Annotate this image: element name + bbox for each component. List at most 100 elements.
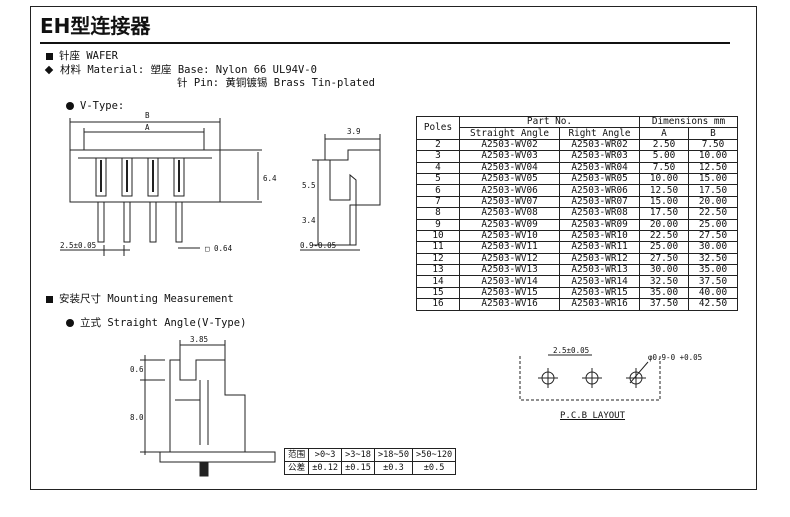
table-cell: A2503-WV12 <box>458 252 561 266</box>
table-cell: 10.00 <box>688 150 738 163</box>
mounting-label: 安装尺寸 Mounting Measurement <box>59 293 234 305</box>
table-cell: 6 <box>416 184 460 197</box>
table-cell: A2503-WR05 <box>559 172 640 186</box>
table-cell: A2503-WR02 <box>559 138 640 152</box>
table-cell: A2503-WV08 <box>458 207 561 220</box>
front-view-drawing <box>60 118 262 256</box>
table-cell: 30.00 <box>639 264 689 277</box>
material-text: 材料 Material: 塑座 Base: Nylon 66 UL94V-0 <box>60 64 317 76</box>
header-part-no: Part No. <box>459 115 640 129</box>
table-cell: A2503-WR13 <box>559 264 640 277</box>
table-cell: 11 <box>416 241 460 254</box>
material-line: 材料 Material: 塑座 Base: Nylon 66 UL94V-0 <box>44 64 317 76</box>
table-cell: A2503-WR14 <box>559 275 640 288</box>
table-cell: A2503-WR15 <box>559 286 640 300</box>
table-cell: 30.00 <box>688 241 738 254</box>
tolerance-cell: ±0.5 <box>411 461 457 475</box>
dim-39: 3.9 <box>347 127 361 136</box>
dot-bullet-icon <box>66 319 74 327</box>
table-cell: 25.00 <box>688 218 738 231</box>
title-divider <box>40 42 730 44</box>
table-cell: 5 <box>416 172 460 186</box>
table-cell: 15.00 <box>639 195 689 209</box>
dim-09: 0.9-0.05 <box>300 241 336 250</box>
vtype-line: V-Type: <box>66 100 124 112</box>
dot-bullet-icon <box>66 102 74 110</box>
table-cell: 32.50 <box>639 275 689 288</box>
header-dimensions: Dimensions mm <box>639 115 738 129</box>
header-b: B <box>688 127 738 140</box>
table-cell: 4 <box>416 161 460 174</box>
table-cell: 42.50 <box>688 298 738 311</box>
table-cell: A2503-WV14 <box>458 275 561 288</box>
table-cell: 16 <box>416 298 460 311</box>
table-cell: 5.00 <box>639 150 689 163</box>
dim-80: 8.0 <box>130 413 144 422</box>
table-cell: A2503-WV02 <box>458 138 561 152</box>
table-cell: A2503-WR03 <box>559 150 640 163</box>
table-cell: A2503-WV06 <box>458 184 561 197</box>
table-cell: 12.50 <box>688 161 738 174</box>
table-cell: 27.50 <box>688 229 738 243</box>
tolerance-cell: >18~50 <box>373 448 414 462</box>
table-cell: 14 <box>416 275 460 288</box>
table-cell: 3 <box>416 150 460 163</box>
table-cell: 22.50 <box>639 229 689 243</box>
pcb-layout-label: P.C.B LAYOUT <box>560 411 626 421</box>
table-cell: 2 <box>416 138 460 152</box>
pcb-layout-drawing <box>519 354 661 401</box>
dim-pcb-pitch: 2.5±0.05 <box>553 346 589 355</box>
table-cell: A2503-WV13 <box>458 264 561 277</box>
table-cell: 10.00 <box>639 172 689 186</box>
wafer-line: 针座 WAFER <box>46 50 118 62</box>
tolerance-cell: >0~3 <box>308 448 343 462</box>
header-a: A <box>639 127 689 140</box>
straight-label: 立式 Straight Angle(V-Type) <box>80 317 247 329</box>
table-cell: A2503-WV16 <box>458 298 561 311</box>
dim-a: A <box>145 123 150 132</box>
tolerance-cell: >50~120 <box>411 448 457 462</box>
header-right-angle: Right Angle <box>559 127 640 140</box>
table-cell: A2503-WR04 <box>559 161 640 174</box>
square-bullet-icon <box>46 52 53 60</box>
table-cell: A2503-WV03 <box>458 150 561 163</box>
table-cell: 22.50 <box>688 207 738 220</box>
table-cell: A2503-WR08 <box>559 207 640 220</box>
straight-line: 立式 Straight Angle(V-Type) <box>66 317 246 329</box>
table-cell: 37.50 <box>688 275 738 288</box>
dim-b: B <box>145 111 150 120</box>
table-cell: 15 <box>416 286 460 300</box>
table-cell: A2503-WV04 <box>458 161 561 174</box>
mounting-view-drawing <box>140 340 276 477</box>
table-cell: 35.00 <box>639 286 689 300</box>
tolerance-cell: ±0.15 <box>341 461 375 475</box>
tolerance-table: 范围 >0~3 >3~18 >18~50 >50~120 公差 ±0.12 ±0… <box>283 448 457 475</box>
table-cell: A2503-WV09 <box>458 218 561 231</box>
dim-pin-square: □ 0.64 <box>205 244 233 253</box>
table-cell: 8 <box>416 207 460 220</box>
side-view-drawing <box>300 134 381 251</box>
table-cell: A2503-WR06 <box>559 184 640 197</box>
table-cell: 15.00 <box>688 172 738 186</box>
table-cell: 9 <box>416 218 460 231</box>
table-cell: 32.50 <box>688 252 738 266</box>
table-cell: 10 <box>416 229 460 243</box>
table-cell: 7 <box>416 195 460 209</box>
table-cell: 7.50 <box>688 138 738 152</box>
document-frame <box>30 6 757 490</box>
table-cell: 13 <box>416 264 460 277</box>
square-bullet-icon <box>46 295 53 303</box>
part-spec-table: Poles Part No. Dimensions mm Straight An… <box>416 115 738 311</box>
table-cell: 7.50 <box>639 161 689 174</box>
mounting-line: 安装尺寸 Mounting Measurement <box>46 293 234 305</box>
